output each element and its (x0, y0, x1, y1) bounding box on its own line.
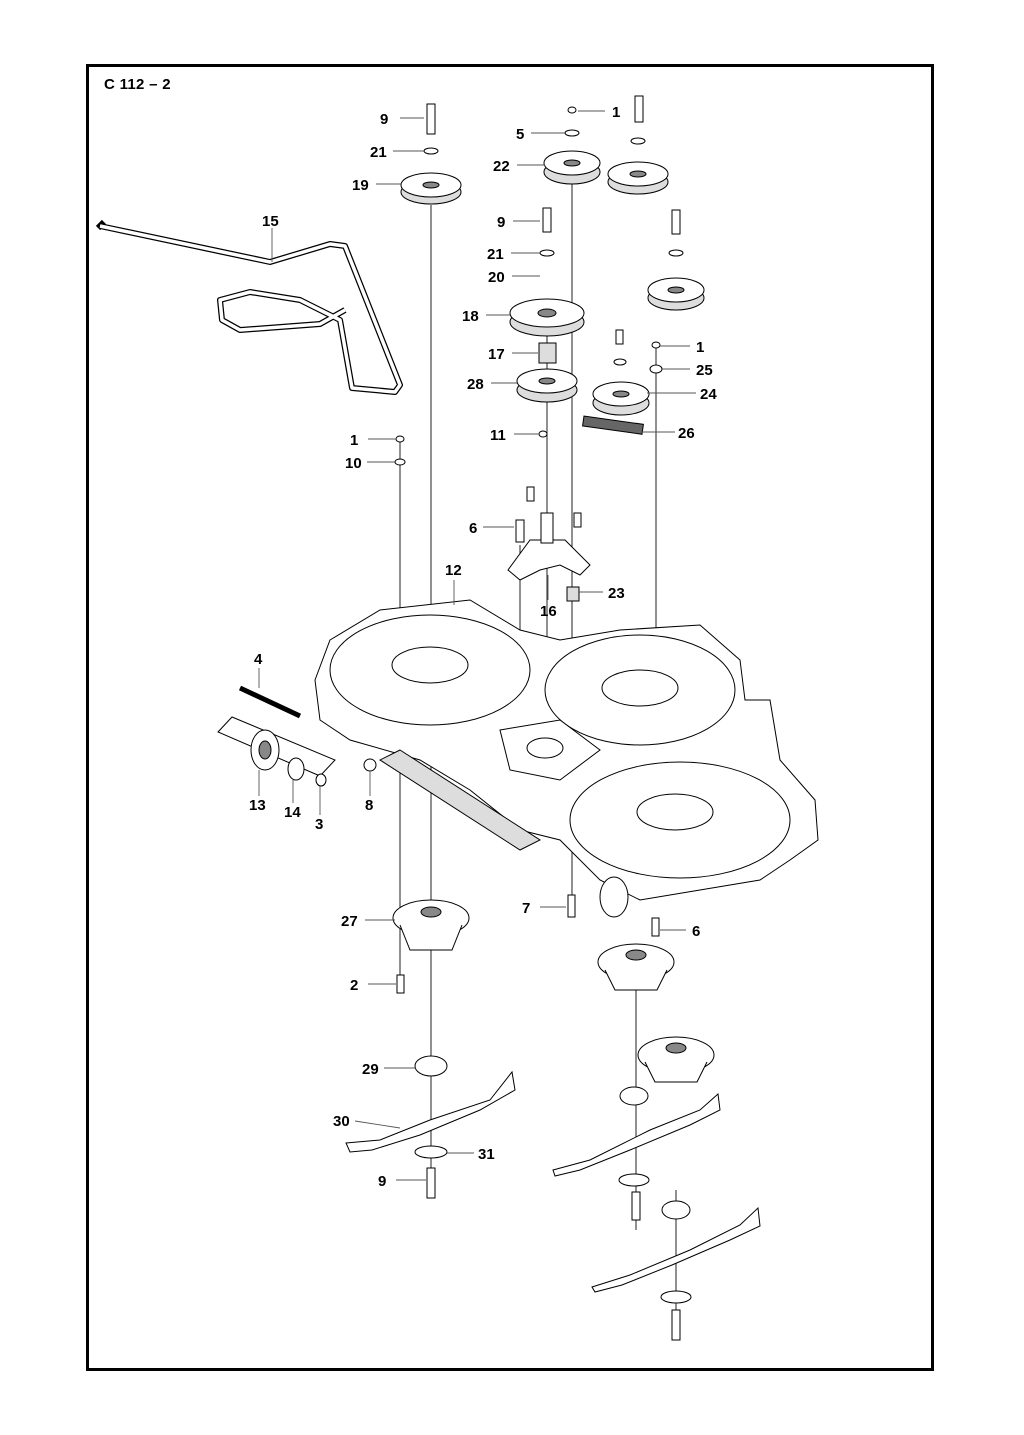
callout-23: 23 (608, 585, 625, 602)
callout-16: 16 (540, 603, 557, 620)
callout-6b: 6 (692, 923, 700, 940)
callout-17: 17 (488, 346, 505, 363)
callout-11: 11 (490, 427, 506, 444)
callout-25: 25 (696, 362, 713, 379)
drive-belt (95, 219, 403, 395)
callout-14: 14 (284, 804, 301, 821)
callout-20: 20 (488, 269, 505, 286)
callout-31: 31 (478, 1146, 495, 1163)
callout-21b: 21 (487, 246, 504, 263)
callout-5: 5 (516, 126, 524, 143)
callout-26: 26 (678, 425, 695, 442)
callout-29: 29 (362, 1061, 379, 1078)
callout-13: 13 (249, 797, 266, 814)
callout-15: 15 (262, 213, 279, 230)
callout-12: 12 (445, 562, 462, 579)
callout-18: 18 (462, 308, 479, 325)
blades (345, 1070, 761, 1293)
callout-19: 19 (352, 177, 369, 194)
callout-10: 10 (345, 455, 362, 472)
callout-9c: 9 (378, 1173, 386, 1190)
pulleys (400, 150, 705, 435)
callout-1a: 1 (612, 104, 620, 121)
diagram-title: C 112 – 2 (104, 76, 171, 93)
leader-lines (258, 110, 696, 1181)
callout-8: 8 (365, 797, 373, 814)
callout-9b: 9 (497, 214, 505, 231)
callout-4: 4 (254, 651, 263, 668)
callout-9a: 9 (380, 111, 388, 128)
callout-1b: 1 (696, 339, 704, 356)
callout-28: 28 (467, 376, 484, 393)
callout-3: 3 (315, 816, 323, 833)
side-roller (217, 685, 629, 918)
callout-7: 7 (522, 900, 530, 917)
callout-1c: 1 (350, 432, 358, 449)
callout-24: 24 (700, 386, 717, 403)
spindles (392, 899, 715, 1220)
callout-6a: 6 (469, 520, 477, 537)
callout-21a: 21 (370, 144, 387, 161)
callout-27: 27 (341, 913, 358, 930)
mower-deck (314, 599, 819, 901)
callout-22: 22 (493, 158, 510, 175)
callout-30: 30 (333, 1113, 350, 1130)
callout-2: 2 (350, 977, 358, 994)
fasteners (394, 95, 692, 1341)
callout-labels: 9 21 19 15 1 5 22 9 21 20 18 17 28 1 25 … (249, 104, 717, 1190)
